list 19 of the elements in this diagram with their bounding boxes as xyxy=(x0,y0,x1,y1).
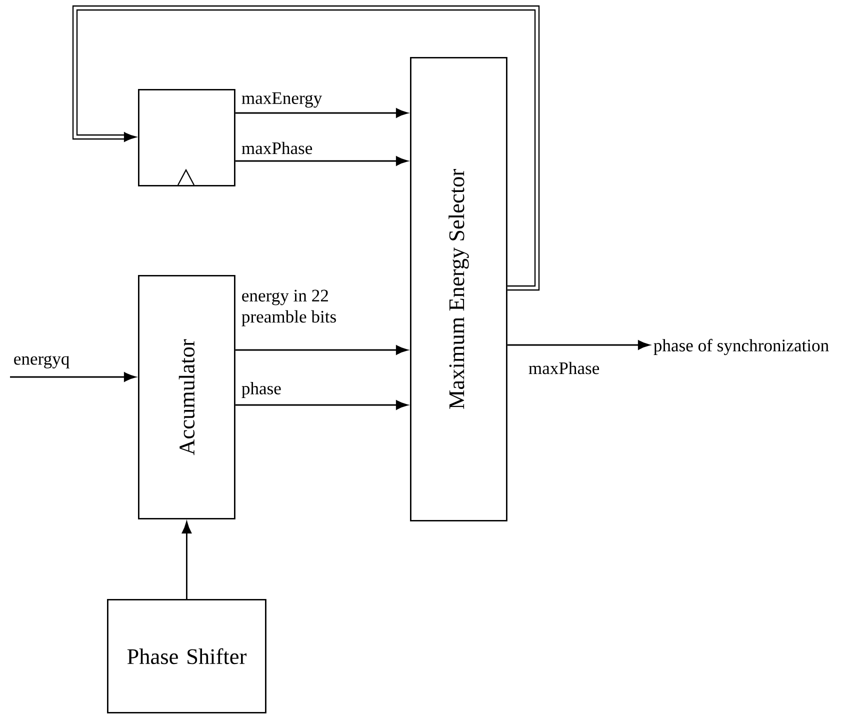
arrow xyxy=(235,108,408,118)
block-box: Accumulator xyxy=(138,275,236,520)
arrow xyxy=(235,345,408,355)
edge-label: maxPhase xyxy=(242,142,312,154)
arrow xyxy=(235,156,408,166)
arrow xyxy=(10,372,136,382)
edge-label: phase xyxy=(242,382,281,398)
arrow xyxy=(507,340,650,350)
register-box xyxy=(138,89,236,186)
block-box: Maximum Energy Selector xyxy=(410,57,508,522)
edge-label: energyq xyxy=(14,356,70,368)
arrow xyxy=(235,400,408,410)
edge-label: maxPhase xyxy=(528,362,600,374)
arrow xyxy=(182,522,192,599)
edge-label: energy in 22 preamble bits xyxy=(242,290,336,326)
block-box: Phase Shifter xyxy=(107,599,266,714)
edge-label: maxEnergy xyxy=(242,92,322,108)
arrow xyxy=(72,5,540,291)
output-label: phase of synchronization xyxy=(654,338,829,356)
